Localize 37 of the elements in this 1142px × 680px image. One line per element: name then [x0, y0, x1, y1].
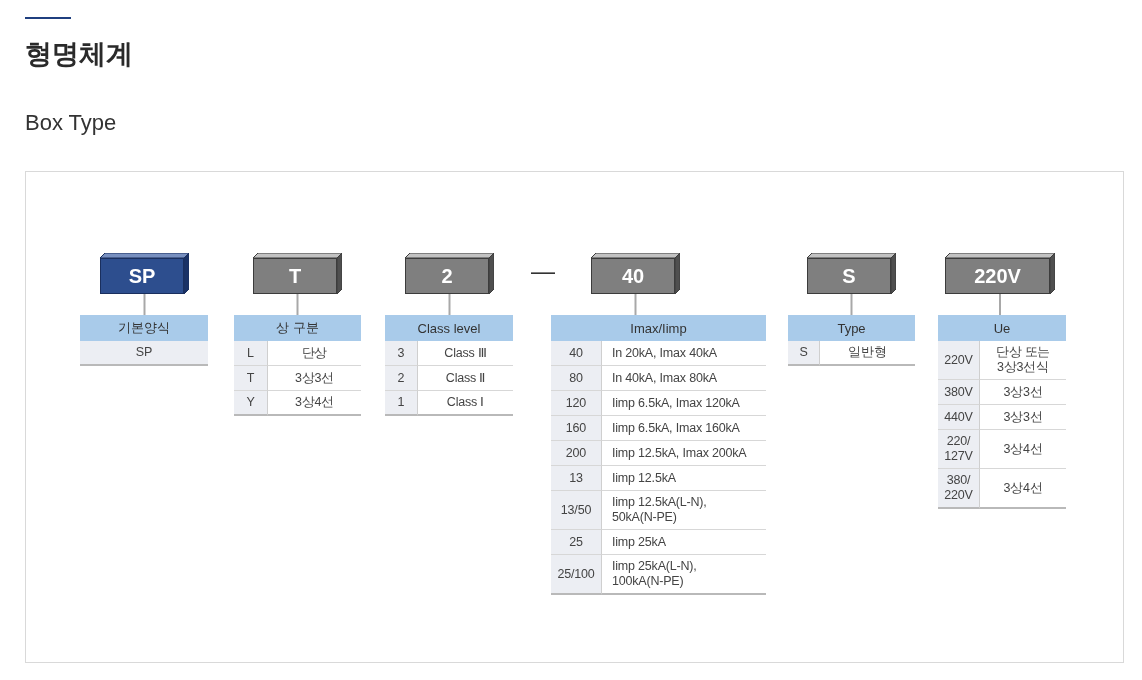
- code-cell: 13: [551, 466, 602, 491]
- code-cell: 80: [551, 366, 602, 391]
- code-cell: 380/ 220V: [938, 469, 980, 509]
- connector-line: [999, 293, 1001, 316]
- code-cell: 120: [551, 391, 602, 416]
- code-cell: 160: [551, 416, 602, 441]
- code-cell: T: [234, 366, 268, 391]
- connector-line: [448, 293, 451, 316]
- code-cell: 380V: [938, 380, 980, 405]
- code-cell: 200: [551, 441, 602, 466]
- code-cell: S: [788, 341, 820, 366]
- header-band: 기본양식: [80, 315, 208, 341]
- header-band: Imax/Iimp: [551, 315, 766, 341]
- code-cell: Y: [234, 391, 268, 416]
- header-band: Ue: [938, 315, 1066, 341]
- code-cell: 25: [551, 530, 602, 555]
- code-cell: 40: [551, 341, 602, 366]
- code-cell: 13/50: [551, 491, 602, 530]
- header-band: 상 구분: [234, 315, 361, 341]
- code-cell: 220/ 127V: [938, 430, 980, 469]
- code-cell: 220V: [938, 341, 980, 380]
- connector-line: [634, 293, 637, 316]
- code-cell: 2: [385, 366, 418, 391]
- page-title: 형명체계: [25, 38, 133, 71]
- code-cell: 3: [385, 341, 418, 366]
- code-cell: 1: [385, 391, 418, 416]
- section-heading: Box Type: [25, 110, 117, 137]
- code-cell: 25/100: [551, 555, 602, 595]
- connector-line: [296, 293, 299, 316]
- header-band: Type: [788, 315, 915, 341]
- code-cell: SP: [80, 341, 208, 366]
- separator-dash: —: [531, 257, 555, 286]
- code-cell: L: [234, 341, 268, 366]
- connector-line: [850, 293, 853, 316]
- connector-line: [143, 293, 146, 316]
- code-cell: 440V: [938, 405, 980, 430]
- header-band: Class level: [385, 315, 513, 341]
